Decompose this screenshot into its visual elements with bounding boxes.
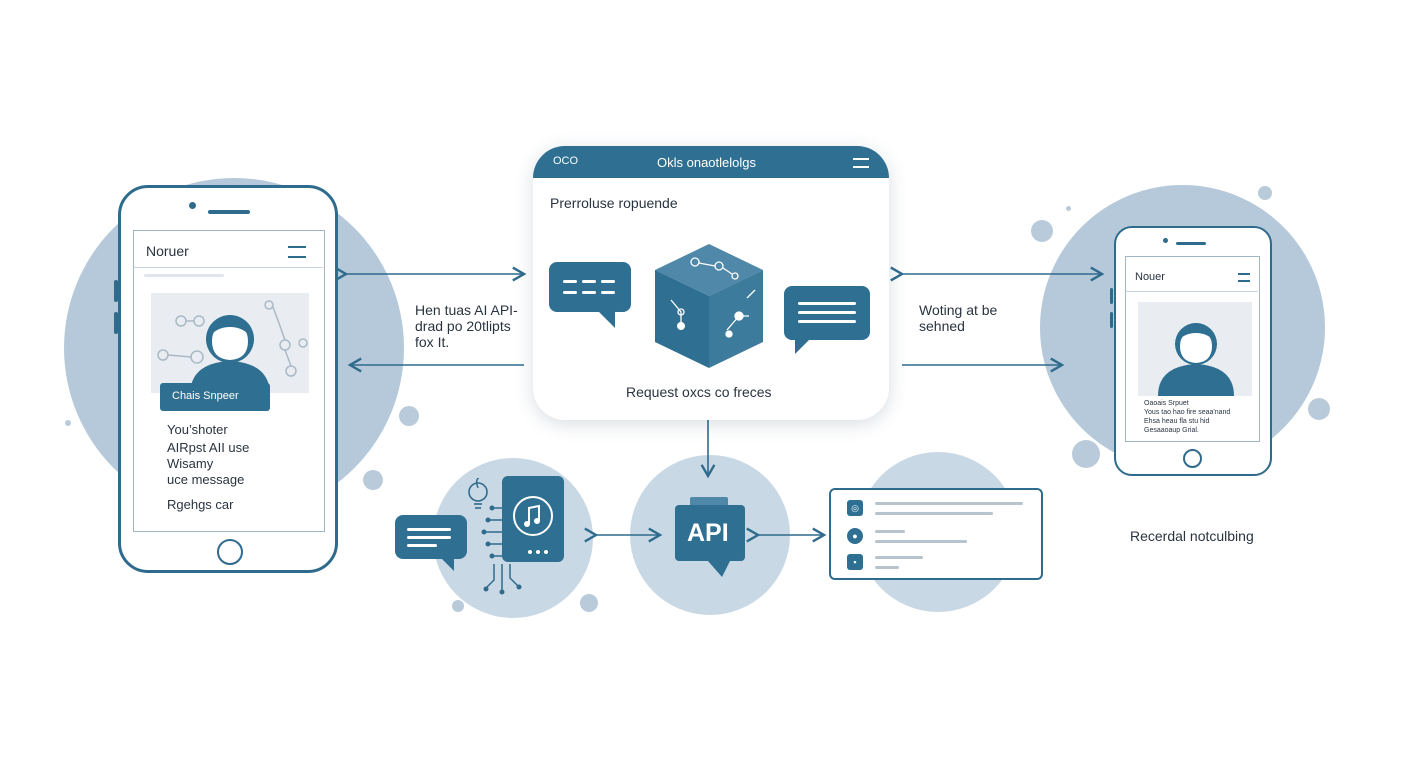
list-line [875,540,967,543]
deco-dot [452,600,464,612]
phone-camera [189,202,196,209]
api-label: API [687,519,729,547]
right-caption-line: sehned [919,318,965,334]
right-caption-line: Woting at be [919,302,998,318]
message-line: Ehsa heau fla stu hid [1144,418,1210,425]
deco-dot [65,420,71,426]
avatar-icon [1158,323,1234,396]
hamburger-menu-icon[interactable] [1238,273,1250,282]
hamburger-menu-icon[interactable] [288,246,306,258]
app-name: Nouer [1135,271,1165,283]
deco-dot [363,470,383,490]
header-title: Okls onaotlelolgs [657,155,756,170]
placeholder-line [144,274,224,277]
bubble-tail [599,312,615,328]
phone-camera [1163,238,1168,243]
phone-side-button [114,280,118,302]
list-line [875,502,1023,505]
avatar-panel [1138,302,1252,396]
card-header: OCO Okls onaotlelolgs [533,146,889,178]
left-caption-line: drad po 20tlipts [415,318,511,334]
deco-dot [1308,398,1330,420]
header-divider [134,267,323,268]
chip-label[interactable]: Chais Snpeer [160,383,270,411]
bubble-tail [795,340,809,354]
list-line [875,566,899,569]
lightbulb-icon [468,482,488,509]
api-badge: API [675,505,745,561]
left-caption-line: fox It. [415,334,450,350]
list-line [875,512,993,515]
network-decoration-icon [157,300,308,377]
phone-side-button [114,312,118,334]
message-footer: Rgehgs car [167,497,234,512]
phone-side-button [1110,312,1113,328]
cube-network-icon [655,244,763,368]
message-line: Gesaaoaup Grial. [1144,427,1199,434]
message-line: Yous tao hao fire seaa'nand [1144,409,1231,416]
chat-bubble-icon [784,286,870,340]
app-name: Noruer [146,243,189,259]
list-item-icon: ● [847,528,863,544]
deco-dot [1258,186,1272,200]
list-item-icon: ▪ [847,554,863,570]
music-note-icon [513,496,553,554]
message-line: Wisamy [167,456,214,471]
bubble-tail [708,561,730,577]
header-divider [1126,291,1258,292]
deco-dot [1072,440,1100,468]
center-card: OCO Okls onaotlelolgs Prerroluse ropuend… [533,146,889,420]
message-line: Oaoais Srpuet [1144,400,1189,407]
list-line [875,530,905,533]
home-button[interactable] [1183,449,1202,468]
phone-screen: Noruer Chais Snpeer You’shote [133,230,325,532]
message-line: uce message [167,472,245,487]
home-button[interactable] [217,539,243,565]
phone-screen: Nouer Oaoais Srpuet Yous tao hao fire se… [1125,256,1260,442]
list-item-icon: ◎ [847,500,863,516]
message-line: You’shoter [167,422,228,437]
deco-dot [1031,220,1053,242]
list-line [875,556,923,559]
deco-dot [580,594,598,612]
chat-bubble-icon [395,515,467,559]
header-left-text: OCO [553,155,579,167]
deco-dot [1066,206,1071,211]
bubble-tail [442,559,454,571]
left-phone: Noruer Chais Snpeer You’shote [118,185,338,573]
avatar-panel [151,293,309,395]
phone-speaker [208,210,250,214]
deco-dot [399,406,419,426]
chip-label-text: Chais Snpeer [172,390,239,402]
chat-bubble-icon [549,262,631,312]
left-caption-line: Hen tuas AI API- [415,302,518,318]
music-device [502,476,564,562]
phone-side-button [1110,288,1113,304]
card-footer: Request oxcs co freces [626,384,772,400]
card-subtitle: Prerroluse ropuende [550,195,678,211]
avatar-icon [190,315,270,395]
right-phone: Nouer Oaoais Srpuet Yous tao hao fire se… [1114,226,1272,476]
list-card: ◎ ● ▪ [829,488,1043,580]
hamburger-menu-icon[interactable] [853,158,869,168]
phone-speaker [1176,242,1206,245]
message-line: AIRpst AII use [167,440,250,455]
bottom-right-caption: Recerdal notculbing [1130,528,1254,544]
